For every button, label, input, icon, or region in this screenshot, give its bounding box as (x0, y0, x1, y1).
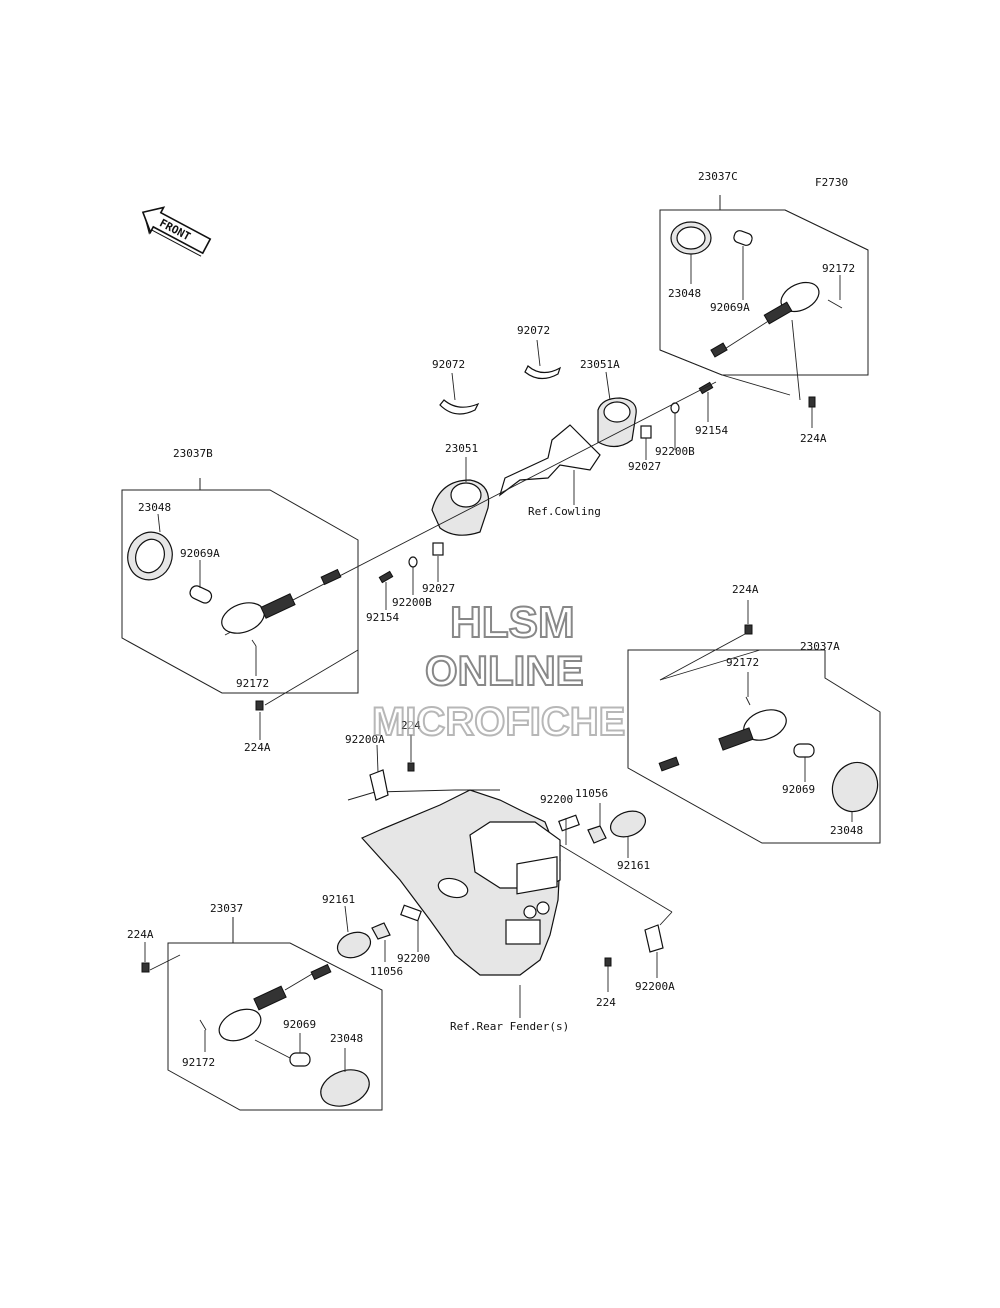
grommet-92161-u (609, 810, 647, 838)
label-23048-a: 23048 (830, 824, 863, 837)
bulb-92069A-c (733, 230, 753, 246)
plate-92200-u (558, 814, 580, 832)
diagram-code: F2730 (815, 176, 848, 189)
label-23037A: 23037A (800, 640, 840, 653)
label-92161-u: 92161 (617, 859, 650, 872)
label-224A-b: 224A (244, 741, 271, 754)
label-92200A-l: 92200A (345, 733, 385, 746)
signal-housing-d (218, 1008, 262, 1042)
bracket-assembly (224, 339, 717, 636)
watermark-line3: MICROFICHE (372, 700, 625, 744)
label-224A-c: 224A (800, 432, 827, 445)
cowling-stay (498, 424, 601, 497)
label-23048-c: 23048 (668, 287, 701, 300)
label-224A-bl: 224A (127, 928, 154, 941)
bracket-92200A-l (369, 769, 389, 801)
clamp-92072-left (439, 399, 480, 415)
watermark: HLSM ONLINE MICROFICHE (371, 597, 626, 745)
label-92154-l: 92154 (366, 611, 399, 624)
label-92161-d: 92161 (322, 893, 355, 906)
signal-housing-b (221, 602, 265, 634)
label-92069-d: 92069 (283, 1018, 316, 1031)
label-23037C: 23037C (698, 170, 738, 183)
label-23051A: 23051A (580, 358, 620, 371)
rear-mount (336, 735, 673, 1018)
assembly-23037A (627, 600, 881, 844)
label-224A-top: 224A (732, 583, 759, 596)
label-23037B: 23037B (173, 447, 213, 460)
label-92200A-r: 92200A (635, 980, 675, 993)
washer-92200B-l (408, 556, 418, 568)
label-11056-d: 11056 (370, 965, 403, 978)
label-92072-1: 92072 (432, 358, 465, 371)
clip-11056-u (587, 825, 607, 844)
label-92200-d: 92200 (397, 952, 430, 965)
label-224-l: 224 (401, 719, 421, 732)
label-92069A-b: 92069A (180, 547, 220, 560)
label-92172-a: 92172 (726, 656, 759, 669)
bracket-92200A-r (644, 924, 664, 953)
label-92200B-r: 92200B (655, 445, 695, 458)
label-92172-b: 92172 (236, 677, 269, 690)
label-92172-d: 92172 (182, 1056, 215, 1069)
label-92027-r: 92027 (628, 460, 661, 473)
lens-23048-d (320, 1069, 370, 1107)
label-92027-l: 92027 (422, 582, 455, 595)
lens-23048-a (831, 761, 879, 813)
label-11056-u: 11056 (575, 787, 608, 800)
assembly-23037B (121, 478, 359, 740)
label-23037: 23037 (210, 902, 243, 915)
label-92072-2: 92072 (517, 324, 550, 337)
clamp-92072-right (524, 365, 562, 380)
bolt-92154-r (698, 381, 714, 395)
bulb-92069-d (289, 1052, 311, 1067)
label-23048-d: 23048 (330, 1032, 363, 1045)
label-92200B-l: 92200B (392, 596, 432, 609)
label-23048-b: 23048 (138, 501, 171, 514)
label-92172-c: 92172 (822, 262, 855, 275)
assembly-23037 (141, 917, 383, 1111)
collar-92027-r (640, 425, 652, 439)
label-92069A-c: 92069A (710, 301, 750, 314)
bulb-92069-a (793, 743, 815, 758)
ref-cowling: Ref.Cowling (528, 505, 601, 518)
clip-11056-d (371, 922, 391, 940)
collar-92027-l (432, 542, 444, 556)
assembly-23037C (659, 195, 869, 428)
label-92154-r: 92154 (695, 424, 728, 437)
label-224-r: 224 (596, 996, 616, 1009)
grommet-92161-d (336, 931, 372, 959)
watermark-line2: ONLINE (425, 647, 584, 694)
ref-rear-fender: Ref.Rear Fender(s) (450, 1020, 569, 1033)
label-92200-u: 92200 (540, 793, 573, 806)
bulb-92069A-b (189, 585, 213, 604)
front-arrow-icon: FRONT (141, 206, 212, 257)
bolt-92154-l (378, 570, 394, 584)
plate-92200-d (400, 904, 422, 922)
label-23051: 23051 (445, 442, 478, 455)
label-92069-a: 92069 (782, 783, 815, 796)
watermark-line1: HLSM (450, 598, 575, 647)
